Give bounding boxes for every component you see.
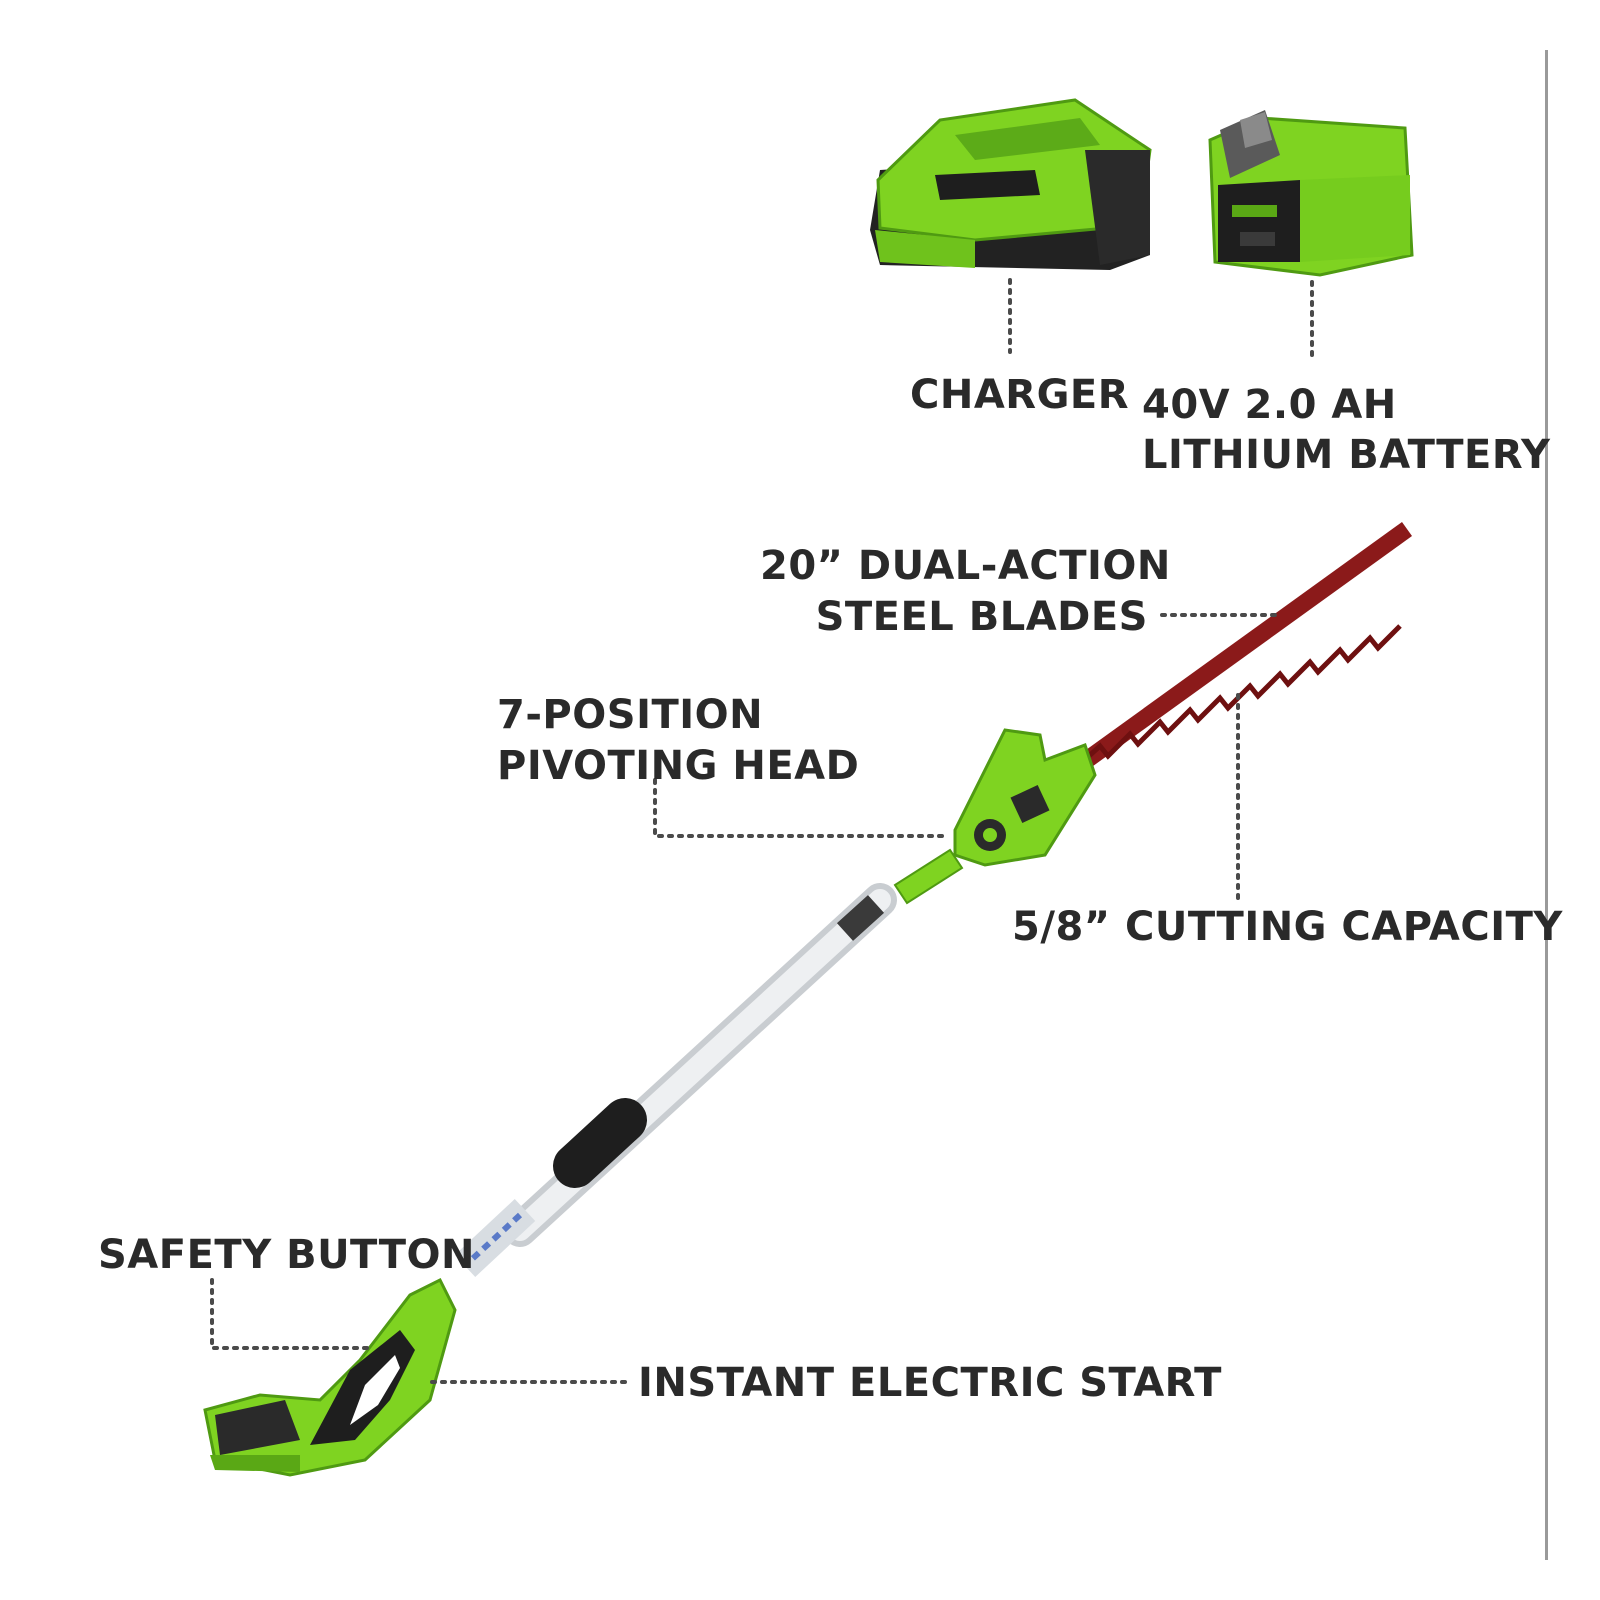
handle [203, 1277, 457, 1477]
safety-label: SAFETY BUTTON [98, 1232, 476, 1278]
battery-label-line2: LITHIUM BATTERY [1142, 432, 1551, 478]
charger-label: CHARGER [910, 372, 1130, 418]
blades-label-line2: STEEL BLADES [815, 594, 1148, 640]
hedge-trimmer-icon [203, 522, 1412, 1477]
battery-label-line1: 40V 2.0 AH [1142, 382, 1397, 428]
charger-icon [870, 98, 1152, 270]
head-label-line2: PIVOTING HEAD [497, 743, 860, 789]
start-label: INSTANT ELECTRIC START [638, 1360, 1222, 1406]
safety-leader [210, 1278, 372, 1350]
head-label-line1: 7-POSITION [497, 692, 764, 738]
leader-lines [210, 278, 1314, 1384]
capacity-label: 5/8” CUTTING CAPACITY [1012, 904, 1563, 950]
pivoting-head [953, 728, 1097, 867]
battery-icon [1208, 110, 1414, 277]
head-leader [653, 778, 947, 838]
right-divider [1545, 50, 1548, 1560]
blades-label-line1: 20” DUAL-ACTION [760, 543, 1171, 589]
